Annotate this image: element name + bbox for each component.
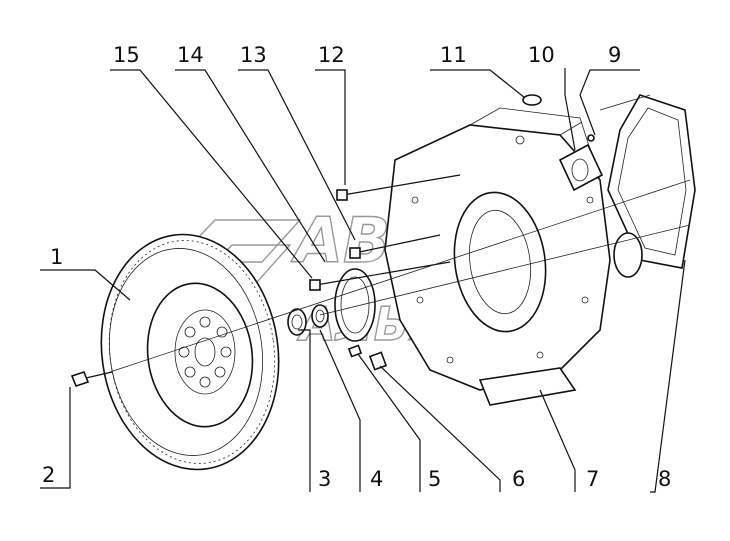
cover-bolt-part [587, 134, 595, 142]
callout-13: 13 [240, 43, 267, 67]
inspection-cover-part [558, 143, 604, 192]
callout-12: 12 [318, 43, 345, 67]
callout-10: 10 [528, 43, 555, 67]
flywheel-bolt-part [70, 371, 113, 387]
callout-15: 15 [113, 43, 140, 67]
leader-lines [40, 68, 686, 493]
callout-1: 1 [50, 245, 63, 269]
callout-7: 7 [586, 467, 599, 491]
callout-6: 6 [512, 467, 525, 491]
callout-4: 4 [370, 467, 383, 491]
callout-8: 8 [658, 467, 671, 491]
callout-14: 14 [177, 43, 204, 67]
callout-2: 2 [42, 463, 55, 487]
housing-bolt-part [368, 351, 388, 371]
small-seal-part [311, 304, 329, 328]
plug-part [522, 94, 542, 106]
callout-11: 11 [440, 43, 467, 67]
long-bolts-part [309, 174, 461, 291]
flywheel-part [100, 233, 280, 471]
callout-5: 5 [428, 467, 441, 491]
gasket-part [607, 94, 696, 269]
starter-mount-part [613, 232, 643, 278]
dowel-pin-part [347, 344, 363, 358]
callout-9: 9 [608, 43, 621, 67]
assembly-axis-lines [109, 94, 691, 373]
rear-oil-seal-part [334, 268, 376, 342]
callout-labels: 1 2 3 4 5 6 7 8 9 10 11 12 13 14 15 [42, 43, 671, 491]
pilot-bearing-part [287, 308, 307, 336]
flywheel-housing-part [384, 107, 611, 406]
callout-3: 3 [318, 467, 331, 491]
